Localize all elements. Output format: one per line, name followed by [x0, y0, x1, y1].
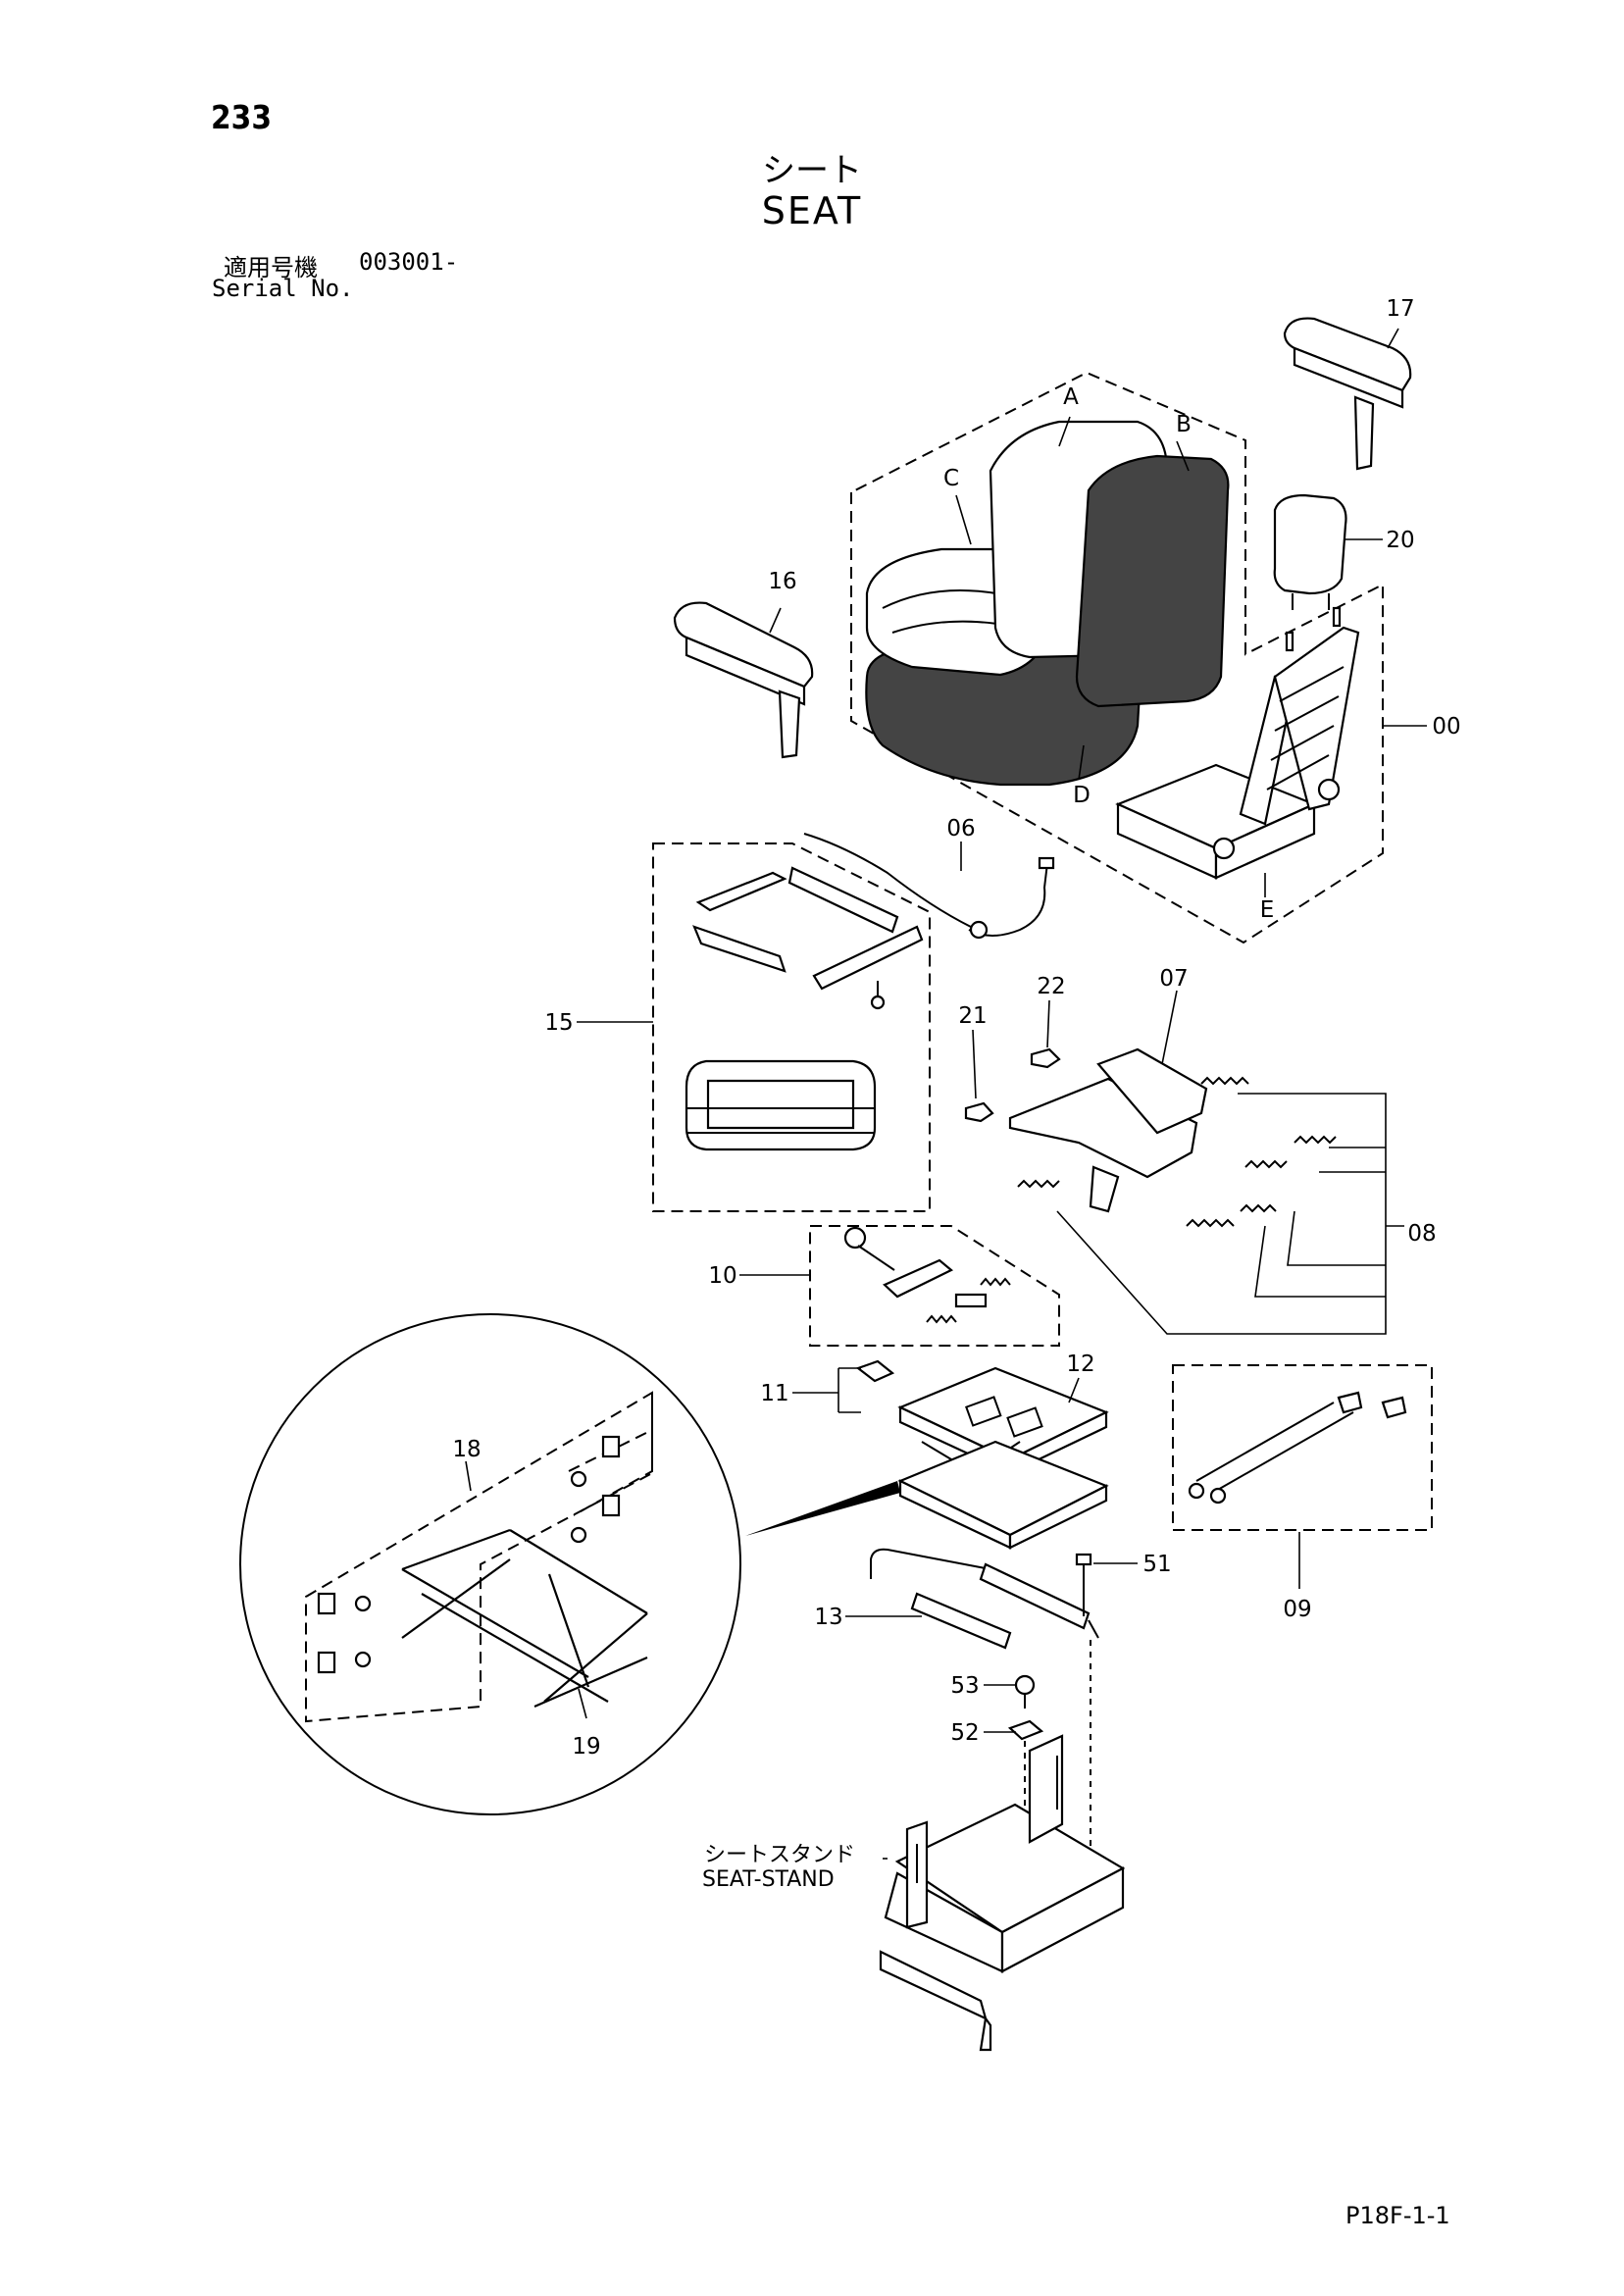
callout-18: 18: [452, 1437, 481, 1462]
callout-E: E: [1260, 897, 1275, 923]
page-title-japanese: シート: [762, 151, 862, 190]
page-title: SEAT: [761, 189, 863, 232]
seat-stand-label-japanese: シートスタンド: [704, 1843, 856, 1867]
callout-19: 19: [572, 1734, 600, 1760]
bolt-51: [1075, 1553, 1092, 1616]
callout-A: A: [1063, 384, 1079, 410]
back-cover: [1075, 454, 1230, 708]
callout-09: 09: [1283, 1597, 1311, 1622]
callout-10: 10: [708, 1263, 736, 1289]
figure-code: P18F-1-1: [1345, 2202, 1450, 2229]
bracket-21: [964, 1101, 994, 1123]
seat-assembly-outline: [850, 371, 1384, 944]
bolt-53: [1014, 1674, 1036, 1709]
callout-20: 20: [1386, 528, 1414, 553]
seat-slide-frame: [685, 1059, 877, 1151]
callout-C: C: [943, 466, 959, 491]
bracket-11: [855, 1359, 895, 1383]
callout-17: 17: [1386, 296, 1414, 322]
slide-rail-set: [692, 866, 924, 1010]
seat-stand-label: SEAT-STAND: [702, 1867, 835, 1892]
callout-06: 06: [946, 816, 975, 842]
detail-view: [239, 1313, 741, 1815]
callout-22: 22: [1037, 974, 1065, 999]
armrest-right: [1283, 317, 1412, 471]
callout-15: 15: [544, 1010, 573, 1036]
callout-13: 13: [814, 1605, 842, 1630]
springs: [1017, 1076, 1337, 1228]
plate-52: [1007, 1719, 1044, 1741]
adjust-parts: [843, 1226, 1011, 1324]
seat-stand: [879, 1734, 1126, 2052]
page-number: 233: [211, 98, 272, 136]
callout-53: 53: [950, 1673, 979, 1699]
callout-52: 52: [950, 1720, 979, 1746]
adjust-group-outline: [809, 1225, 1060, 1347]
serial-number-value: 003001-: [359, 248, 459, 276]
callout-11: 11: [760, 1381, 788, 1406]
serial-label-japanese: 適用号機: [224, 254, 318, 281]
callout-21: 21: [958, 1003, 987, 1029]
detail-pointer: [745, 1481, 900, 1536]
leader-lines: [465, 328, 1427, 1733]
callout-B: B: [1176, 412, 1192, 437]
armrest-left: [673, 601, 814, 759]
callout-07: 07: [1159, 966, 1188, 992]
callout-12: 12: [1066, 1352, 1094, 1377]
cable: [803, 833, 1055, 940]
headrest: [1273, 493, 1347, 610]
bolt-set: [1188, 1391, 1407, 1505]
callout-D: D: [1073, 783, 1091, 808]
suspension-housing: [1008, 1047, 1208, 1213]
callout-labels: A B C D E 00 06 07 08 09 10 11 12 13 15 16 17 18 19 20 21 22 5…: [452, 296, 1460, 1760]
slide-rail-group-outline: [652, 842, 931, 1212]
bracket-22: [1030, 1047, 1061, 1069]
callout-08: 08: [1407, 1221, 1436, 1247]
bolt-group-outline: [1172, 1364, 1433, 1531]
callout-51: 51: [1142, 1552, 1171, 1577]
damper: [870, 1548, 1099, 1650]
seat-frame: [1115, 606, 1360, 880]
callout-16: 16: [768, 569, 796, 594]
suspension-base: [897, 1366, 1109, 1550]
serial-label: Serial No.: [212, 275, 354, 302]
callout-00: 00: [1432, 714, 1460, 740]
